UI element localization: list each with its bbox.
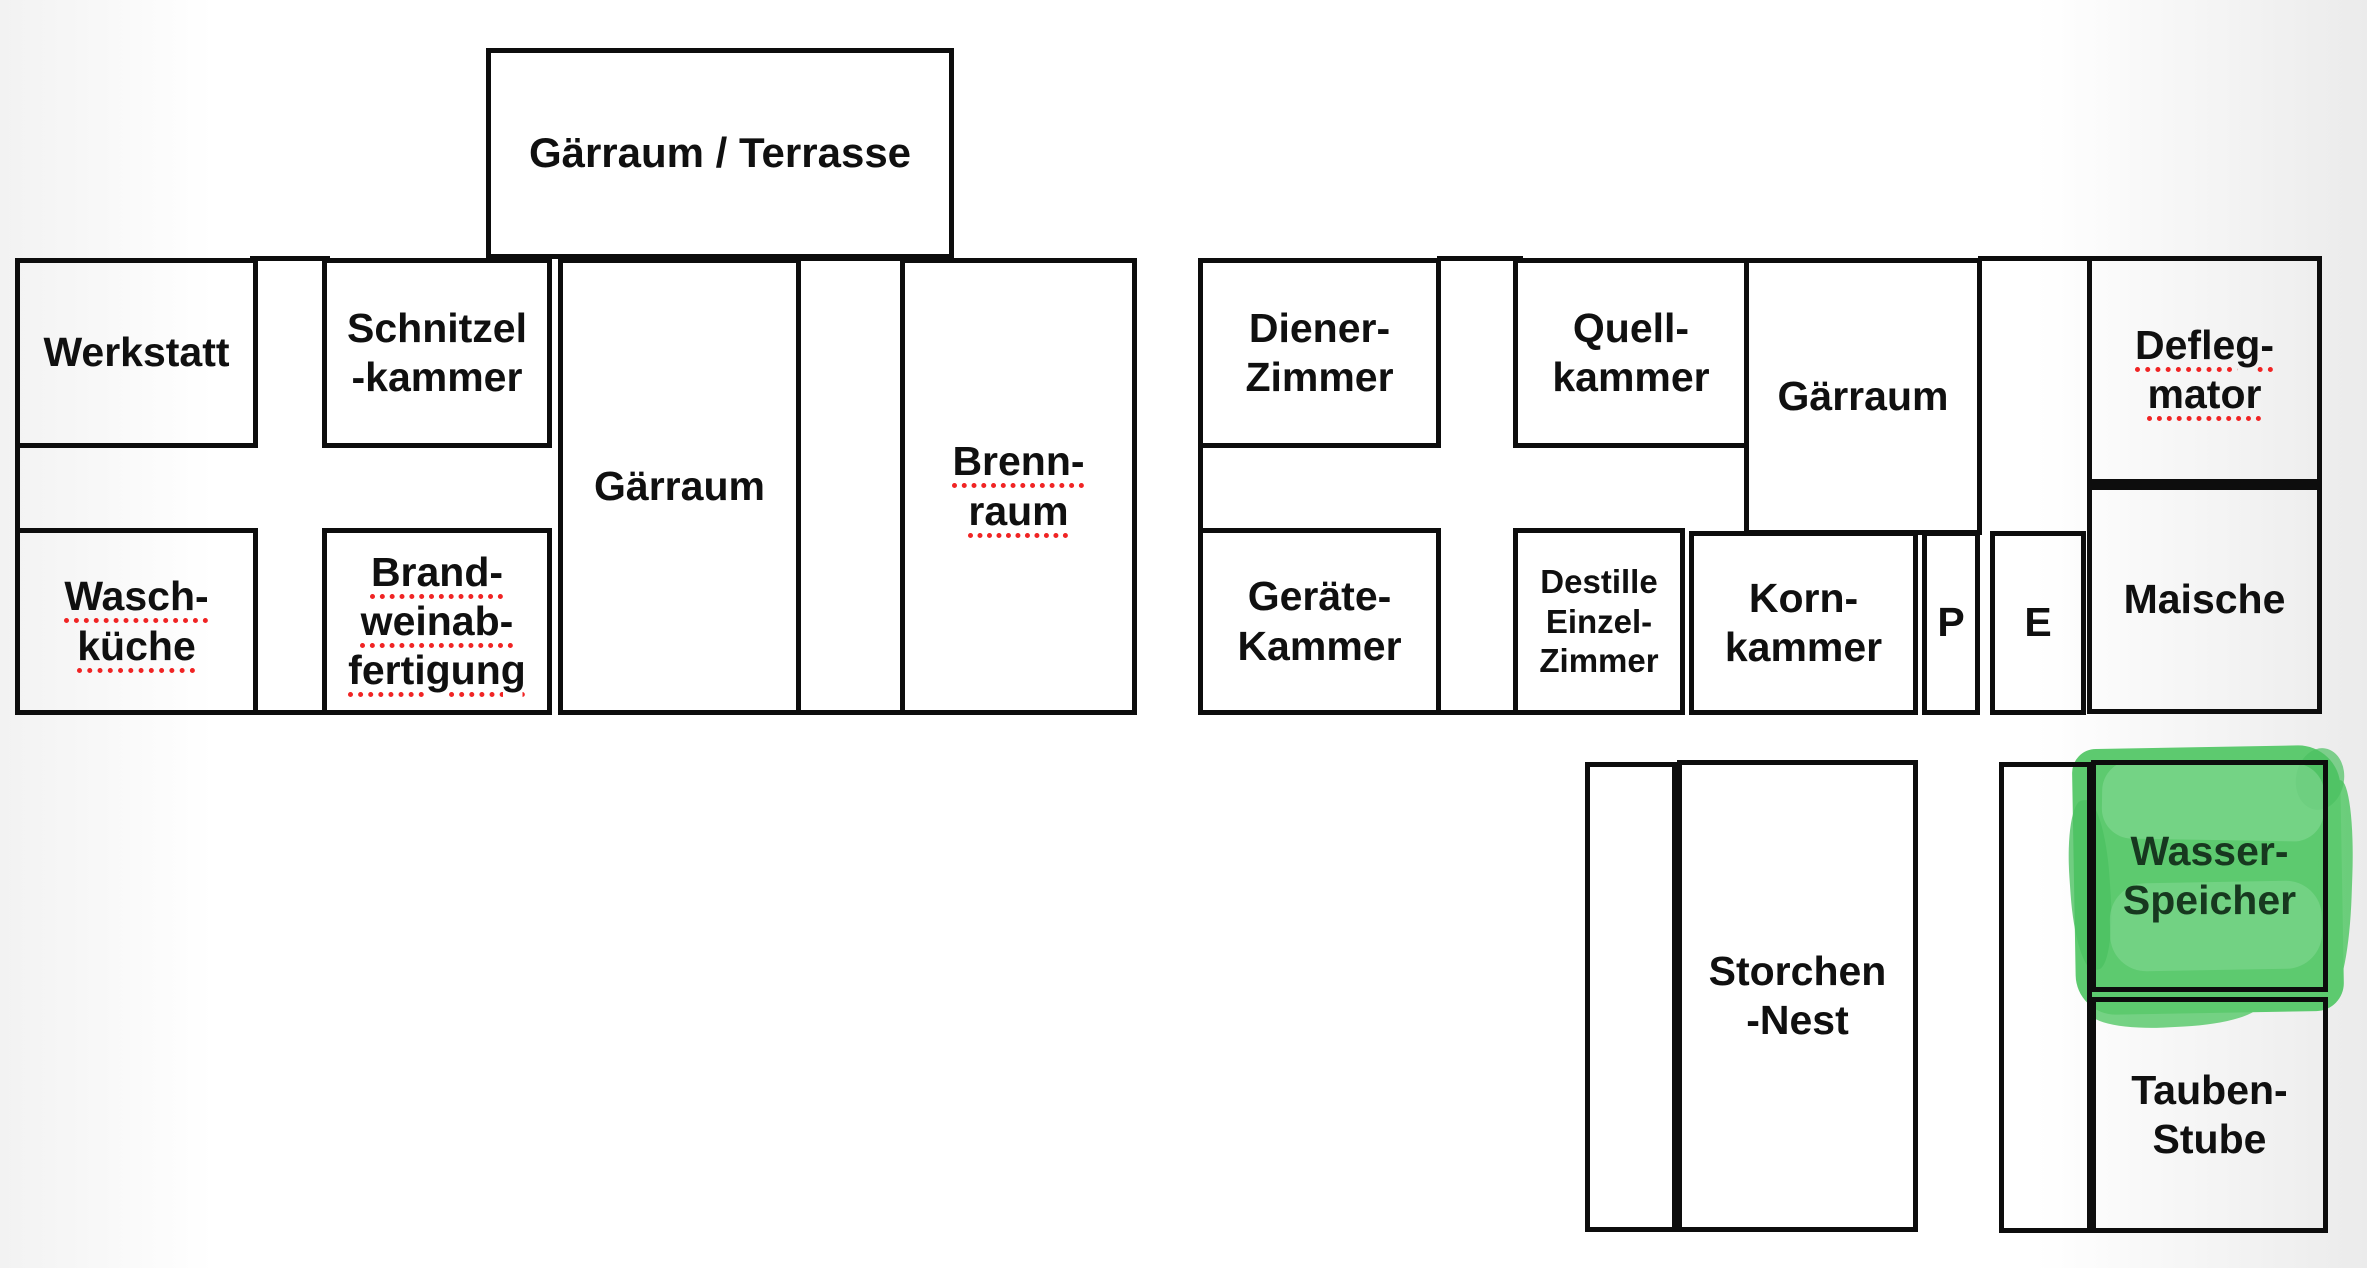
room-gaerraum-terrasse[interactable]: Gärraum / Terrasse [486, 48, 954, 259]
room-label-line: fertigung [348, 647, 526, 694]
room-tauben-nebenraum[interactable] [1999, 762, 2092, 1233]
room-label: Brenn-raum [952, 437, 1084, 535]
room-label-line: Korn- [1748, 574, 1859, 621]
room-label-line: küche [77, 622, 196, 669]
room-label: Gärraum / Terrasse [529, 128, 911, 178]
room-label: Diener-Zimmer [1245, 304, 1393, 402]
room-brandweinabfertigung[interactable]: Brand-weinab-fertigung [322, 528, 552, 715]
room-label-line: Schnitzel [347, 304, 527, 351]
room-label-line: Wasser- [2130, 827, 2289, 874]
wall-segment [1437, 710, 1523, 715]
room-label-line: Brenn- [952, 438, 1085, 485]
wall-segment [1978, 256, 2091, 261]
wall-segment [793, 710, 908, 715]
room-label-line: Kammer [1237, 622, 1402, 669]
room-label: Defleg-mator [2135, 321, 2274, 419]
room-storchen-nebenraum[interactable] [1585, 762, 1677, 1232]
room-label-line: kammer [1724, 624, 1883, 670]
room-label-line: Storchen [1708, 947, 1887, 994]
room-label: Geräte-Kammer [1237, 572, 1401, 670]
room-label-line: Werkstatt [43, 329, 230, 376]
room-label: E [2024, 598, 2051, 647]
room-label-line: Einzel- [1545, 602, 1653, 640]
room-label: Quell-kammer [1552, 304, 1709, 402]
room-label-line: Defleg- [2135, 321, 2274, 368]
room-maische[interactable]: Maische [2087, 490, 2322, 714]
wall-segment [1198, 444, 1203, 532]
room-label: Wasch-küche [64, 572, 208, 670]
room-quell-kammer[interactable]: Quell-kammer [1513, 258, 1749, 448]
room-label-line: Zimmer [1245, 354, 1394, 400]
wall-segment [15, 444, 20, 532]
room-diener-zimmer[interactable]: Diener-Zimmer [1198, 258, 1441, 448]
room-label: Wasser-Speicher [2123, 827, 2296, 925]
room-label: Werkstatt [43, 328, 229, 377]
room-label: Gärraum [594, 462, 765, 511]
room-label-line: -kammer [351, 354, 523, 400]
room-label: Maische [2124, 575, 2286, 624]
room-label-line: Gärraum [594, 462, 765, 509]
room-label: Tauben-Stube [2131, 1066, 2287, 1164]
room-label: Storchen-Nest [1709, 947, 1887, 1045]
room-label-line: kammer [1552, 354, 1710, 400]
room-label: Schnitzel-kammer [347, 304, 527, 402]
room-p-raum[interactable]: P [1922, 531, 1980, 715]
room-label-line: mator [2147, 371, 2262, 417]
room-gaerraum-links[interactable]: Gärraum [558, 258, 801, 715]
room-storchen-nest[interactable]: Storchen-Nest [1677, 760, 1918, 1232]
room-label-line: -Nest [1746, 997, 1849, 1043]
room-label-line: Quell- [1572, 304, 1690, 351]
room-brenn-raum[interactable]: Brenn-raum [900, 258, 1137, 715]
room-label-line: P [1937, 599, 1965, 646]
room-label-line: Speicher [2122, 877, 2297, 923]
room-tauben-stube[interactable]: Tauben-Stube [2091, 997, 2328, 1233]
room-label: Gärraum [1778, 372, 1949, 421]
wall-segment [250, 256, 330, 261]
room-label: Korn-kammer [1725, 574, 1882, 672]
room-label-line: Gärraum [1777, 372, 1949, 419]
room-label-line: Tauben- [2131, 1066, 2288, 1113]
wall-segment [250, 710, 330, 715]
wall-segment [1437, 256, 1523, 261]
room-label-line: Maische [2123, 575, 2286, 622]
room-label-line: Zimmer [1539, 642, 1659, 680]
room-label-line: Brand- [370, 548, 504, 595]
room-geraete-kammer[interactable]: Geräte-Kammer [1198, 528, 1441, 715]
room-label-line: Geräte- [1247, 573, 1392, 620]
room-schnitzel-kammer[interactable]: Schnitzel-kammer [322, 258, 552, 448]
room-label-line: raum [968, 487, 1069, 534]
room-deflegmator[interactable]: Defleg-mator [2087, 256, 2322, 490]
room-e-raum[interactable]: E [1990, 531, 2086, 715]
room-label-line: Destille [1540, 563, 1658, 601]
room-wasser-speicher[interactable]: Wasser-Speicher [2091, 760, 2328, 992]
room-label-line: weinab- [360, 597, 514, 644]
room-label: Brand-weinab-fertigung [348, 548, 526, 696]
room-label-line: Stube [2152, 1116, 2267, 1162]
room-korn-kammer[interactable]: Korn-kammer [1689, 531, 1918, 715]
room-label-line: Diener- [1248, 304, 1391, 351]
room-label: P [1937, 598, 1964, 647]
room-gaerraum-rechts[interactable]: Gärraum [1744, 258, 1982, 535]
room-wasch-kueche[interactable]: Wasch-küche [15, 528, 258, 715]
room-label-line: Gärraum / Terrasse [528, 129, 912, 177]
room-label-line: E [2024, 599, 2052, 646]
room-label-line: Wasch- [64, 573, 209, 620]
room-werkstatt[interactable]: Werkstatt [15, 258, 258, 448]
